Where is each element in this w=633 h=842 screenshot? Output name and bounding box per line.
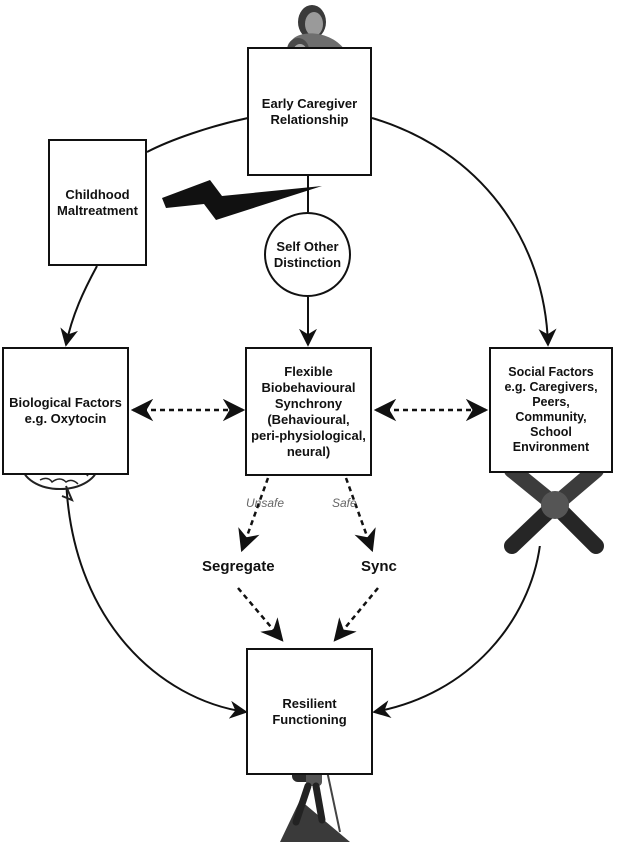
biological-factors-box: Biological Factors e.g. Oxytocin: [2, 347, 129, 475]
social-factors-line-5: School: [530, 425, 572, 439]
social-factors-line-3: Peers,: [532, 395, 570, 409]
sync-outcome-label: Sync: [361, 558, 397, 575]
synchrony-line-1: Flexible: [284, 363, 333, 379]
lightning-bolt-icon: [162, 180, 322, 220]
early-caregiver-box: Early Caregiver Relationship: [247, 47, 372, 176]
early-caregiver-line-2: Relationship: [270, 111, 349, 127]
self-other-line-2: Distinction: [273, 254, 342, 270]
social-factors-box: Social Factors e.g. Caregivers, Peers, C…: [489, 347, 613, 473]
joined-hands-icon: [504, 462, 604, 554]
biological-factors-line-2: e.g. Oxytocin: [24, 411, 107, 426]
self-other-distinction-circle: Self Other Distinction: [264, 212, 351, 297]
synchrony-line-3: Synchrony: [274, 395, 343, 411]
biological-factors-line-1: Biological Factors: [9, 395, 122, 410]
synchrony-line-5: peri-physiological,: [251, 427, 366, 443]
resilient-line-2: Functioning: [272, 711, 347, 727]
curve-caregiver-to-maltreatment: [146, 117, 249, 153]
social-factors-line-6: Environment: [512, 440, 590, 454]
dashed-arrow-segregate-to-resilient: [237, 587, 284, 642]
social-factors-line-4: Community,: [515, 410, 587, 424]
dashed-arrow-sync-to-resilient: [333, 587, 379, 642]
synchrony-line-4: (Behavioural,: [267, 411, 350, 427]
synchrony-line-6: neural): [286, 443, 331, 459]
curve-caregiver-to-social: [371, 117, 557, 347]
resilient-functioning-box: Resilient Functioning: [246, 648, 373, 775]
childhood-maltreatment-line-2: Maltreatment: [57, 202, 138, 218]
childhood-maltreatment-line-1: Childhood: [65, 186, 130, 202]
flexible-synchrony-box: Flexible Biobehavioural Synchrony (Behav…: [245, 347, 372, 476]
dashed-arrow-to-sync: [344, 477, 376, 553]
curve-biological-to-resilient: [65, 475, 248, 719]
social-factors-line-2: e.g. Caregivers,: [504, 380, 598, 394]
social-factors-line-1: Social Factors: [508, 365, 594, 379]
synchrony-line-2: Biobehavioural: [261, 379, 356, 395]
unsafe-path-label: Unsafe: [246, 496, 285, 510]
childhood-maltreatment-box: Childhood Maltreatment: [48, 139, 147, 266]
curve-social-to-resilient: [372, 544, 541, 719]
segregate-outcome-label: Segregate: [202, 558, 275, 575]
safe-path-label: Safe: [332, 496, 357, 510]
dashed-arrow-to-segregate: [238, 477, 270, 553]
resilient-line-1: Resilient: [282, 695, 337, 711]
early-caregiver-line-1: Early Caregiver: [261, 95, 358, 111]
self-other-line-1: Self Other: [276, 238, 339, 254]
curve-maltreatment-to-biological: [60, 265, 98, 347]
